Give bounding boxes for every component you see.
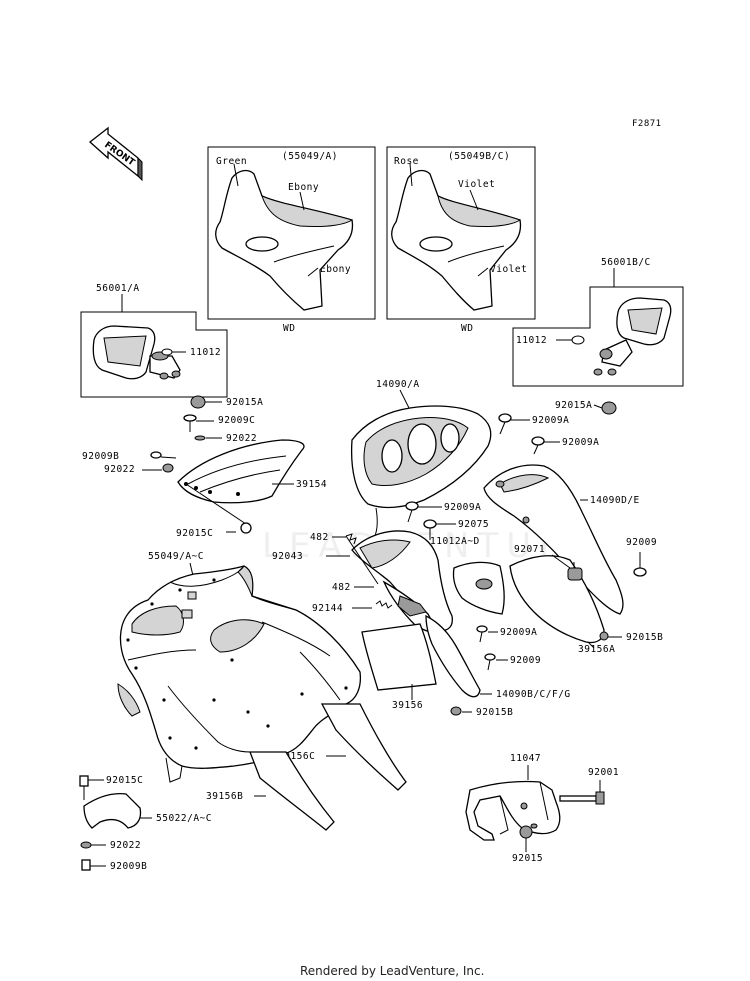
meter-screw-2: 92009A xyxy=(562,437,599,448)
small-bracket-label: 55022/A~C xyxy=(156,813,212,824)
mirror-right-code: 56001B/C xyxy=(601,257,651,268)
footer-credit: Rendered by LeadVenture, Inc. xyxy=(300,964,484,978)
pad-center-label: 39156 xyxy=(392,700,423,711)
center-screw-a: 92009A xyxy=(444,502,481,513)
mirror-right-part-2: 92015A xyxy=(555,400,592,411)
upper-fairing: 55049/A~C xyxy=(117,551,362,783)
right-pad-group: 39156A 92071 92009 92015B xyxy=(509,537,663,655)
small-bracket-screw: 92009B xyxy=(110,861,147,872)
right-nut-label: 92015B xyxy=(626,632,663,643)
center-grommet: 92075 xyxy=(458,519,489,530)
meter-cover: 14090/A xyxy=(350,379,492,539)
center-bracket-label: 11012A~D xyxy=(430,536,480,547)
mirror-left-part-2: 92015A xyxy=(226,397,263,408)
fairing-bracket: 11047 92001 92015 xyxy=(465,753,619,864)
inset-left-color-1: Green xyxy=(216,156,247,167)
inner-cover-left-label: 14090B/C/F/G xyxy=(496,689,571,700)
inset-right-code: (55049B/C) xyxy=(448,151,510,162)
inset-right-variant: WD xyxy=(461,323,473,334)
rod-label: 92043 xyxy=(272,551,303,562)
mirror-left-part-1: 11012 xyxy=(190,347,221,358)
windshield-screw-c: 92009C xyxy=(218,415,255,426)
inset-right-color-2: Violet xyxy=(458,179,495,190)
rubber-mount-label: 92071 xyxy=(514,544,545,555)
mirror-left-code: 56001/A xyxy=(96,283,140,294)
spring-upper: 482 xyxy=(310,532,329,543)
inset-left-variant: WD xyxy=(283,323,295,334)
pad-right-label: 39156A xyxy=(578,644,615,655)
windshield-washer-lower: 92022 xyxy=(104,464,135,475)
inset-left-code: (55049/A) xyxy=(282,151,338,162)
bolt-label: 92001 xyxy=(588,767,619,778)
inset-right-color-1: Rose xyxy=(394,156,419,167)
center-nut-b: 92015B xyxy=(476,707,513,718)
upper-fairing-label: 55049/A~C xyxy=(148,551,204,562)
center-inner-parts: 92009A 92075 11012A~D 482 92043 482 9214… xyxy=(272,501,571,718)
meter-cover-screws: 92009A 92009A xyxy=(498,413,599,455)
meter-screw-1: 92009A xyxy=(532,415,569,426)
figure-code: F2871 xyxy=(632,119,662,129)
meter-cover-label: 14090/A xyxy=(376,379,420,390)
mirror-right-part-1: 11012 xyxy=(516,335,547,346)
inset-fairing-green: (55049/A) Green Ebony Ebony WD xyxy=(207,146,376,334)
windshield-label: 39154 xyxy=(296,479,327,490)
inset-left-color-2: Ebony xyxy=(288,182,319,193)
mirror-left-assembly: 56001/A 11012 92015A xyxy=(80,283,263,409)
clip-label: 92144 xyxy=(312,603,343,614)
mirror-right-assembly: 56001B/C 11012 92015A xyxy=(512,257,684,415)
inset-right-color-3: Violet xyxy=(490,264,527,275)
windshield-assembly: 92009C 92022 92009B 92022 39154 92015C xyxy=(82,414,327,539)
pad-b-label: 39156B xyxy=(206,791,243,802)
center-screw-lower: 92009 xyxy=(510,655,541,666)
lower-pads: 39156C 39156B xyxy=(206,703,407,831)
inset-fairing-rose: (55049B/C) Rose Violet Violet WD xyxy=(386,146,536,334)
center-screw-a-lower: 92009A xyxy=(500,627,537,638)
bracket-nut-label: 92015 xyxy=(512,853,543,864)
spring-lower: 482 xyxy=(332,582,351,593)
small-bracket-nut: 92015C xyxy=(106,775,143,786)
front-arrow-icon: FRONT xyxy=(88,126,143,182)
right-screw-label: 92009 xyxy=(626,537,657,548)
small-bracket-55022: 92015C 55022/A~C 92022 92009B xyxy=(79,775,212,872)
inner-cover-right-label: 14090D/E xyxy=(590,495,640,506)
pad-c-label: 39156C xyxy=(278,751,315,762)
inner-cover-right: 14090D/E xyxy=(483,464,640,615)
windshield-nut: 92015C xyxy=(176,528,213,539)
windshield-screw-b: 92009B xyxy=(82,451,119,462)
bracket-label: 11047 xyxy=(510,753,541,764)
inset-left-color-3: Ebony xyxy=(320,264,351,275)
windshield-washer-upper: 92022 xyxy=(226,433,257,444)
small-bracket-washer: 92022 xyxy=(110,840,141,851)
